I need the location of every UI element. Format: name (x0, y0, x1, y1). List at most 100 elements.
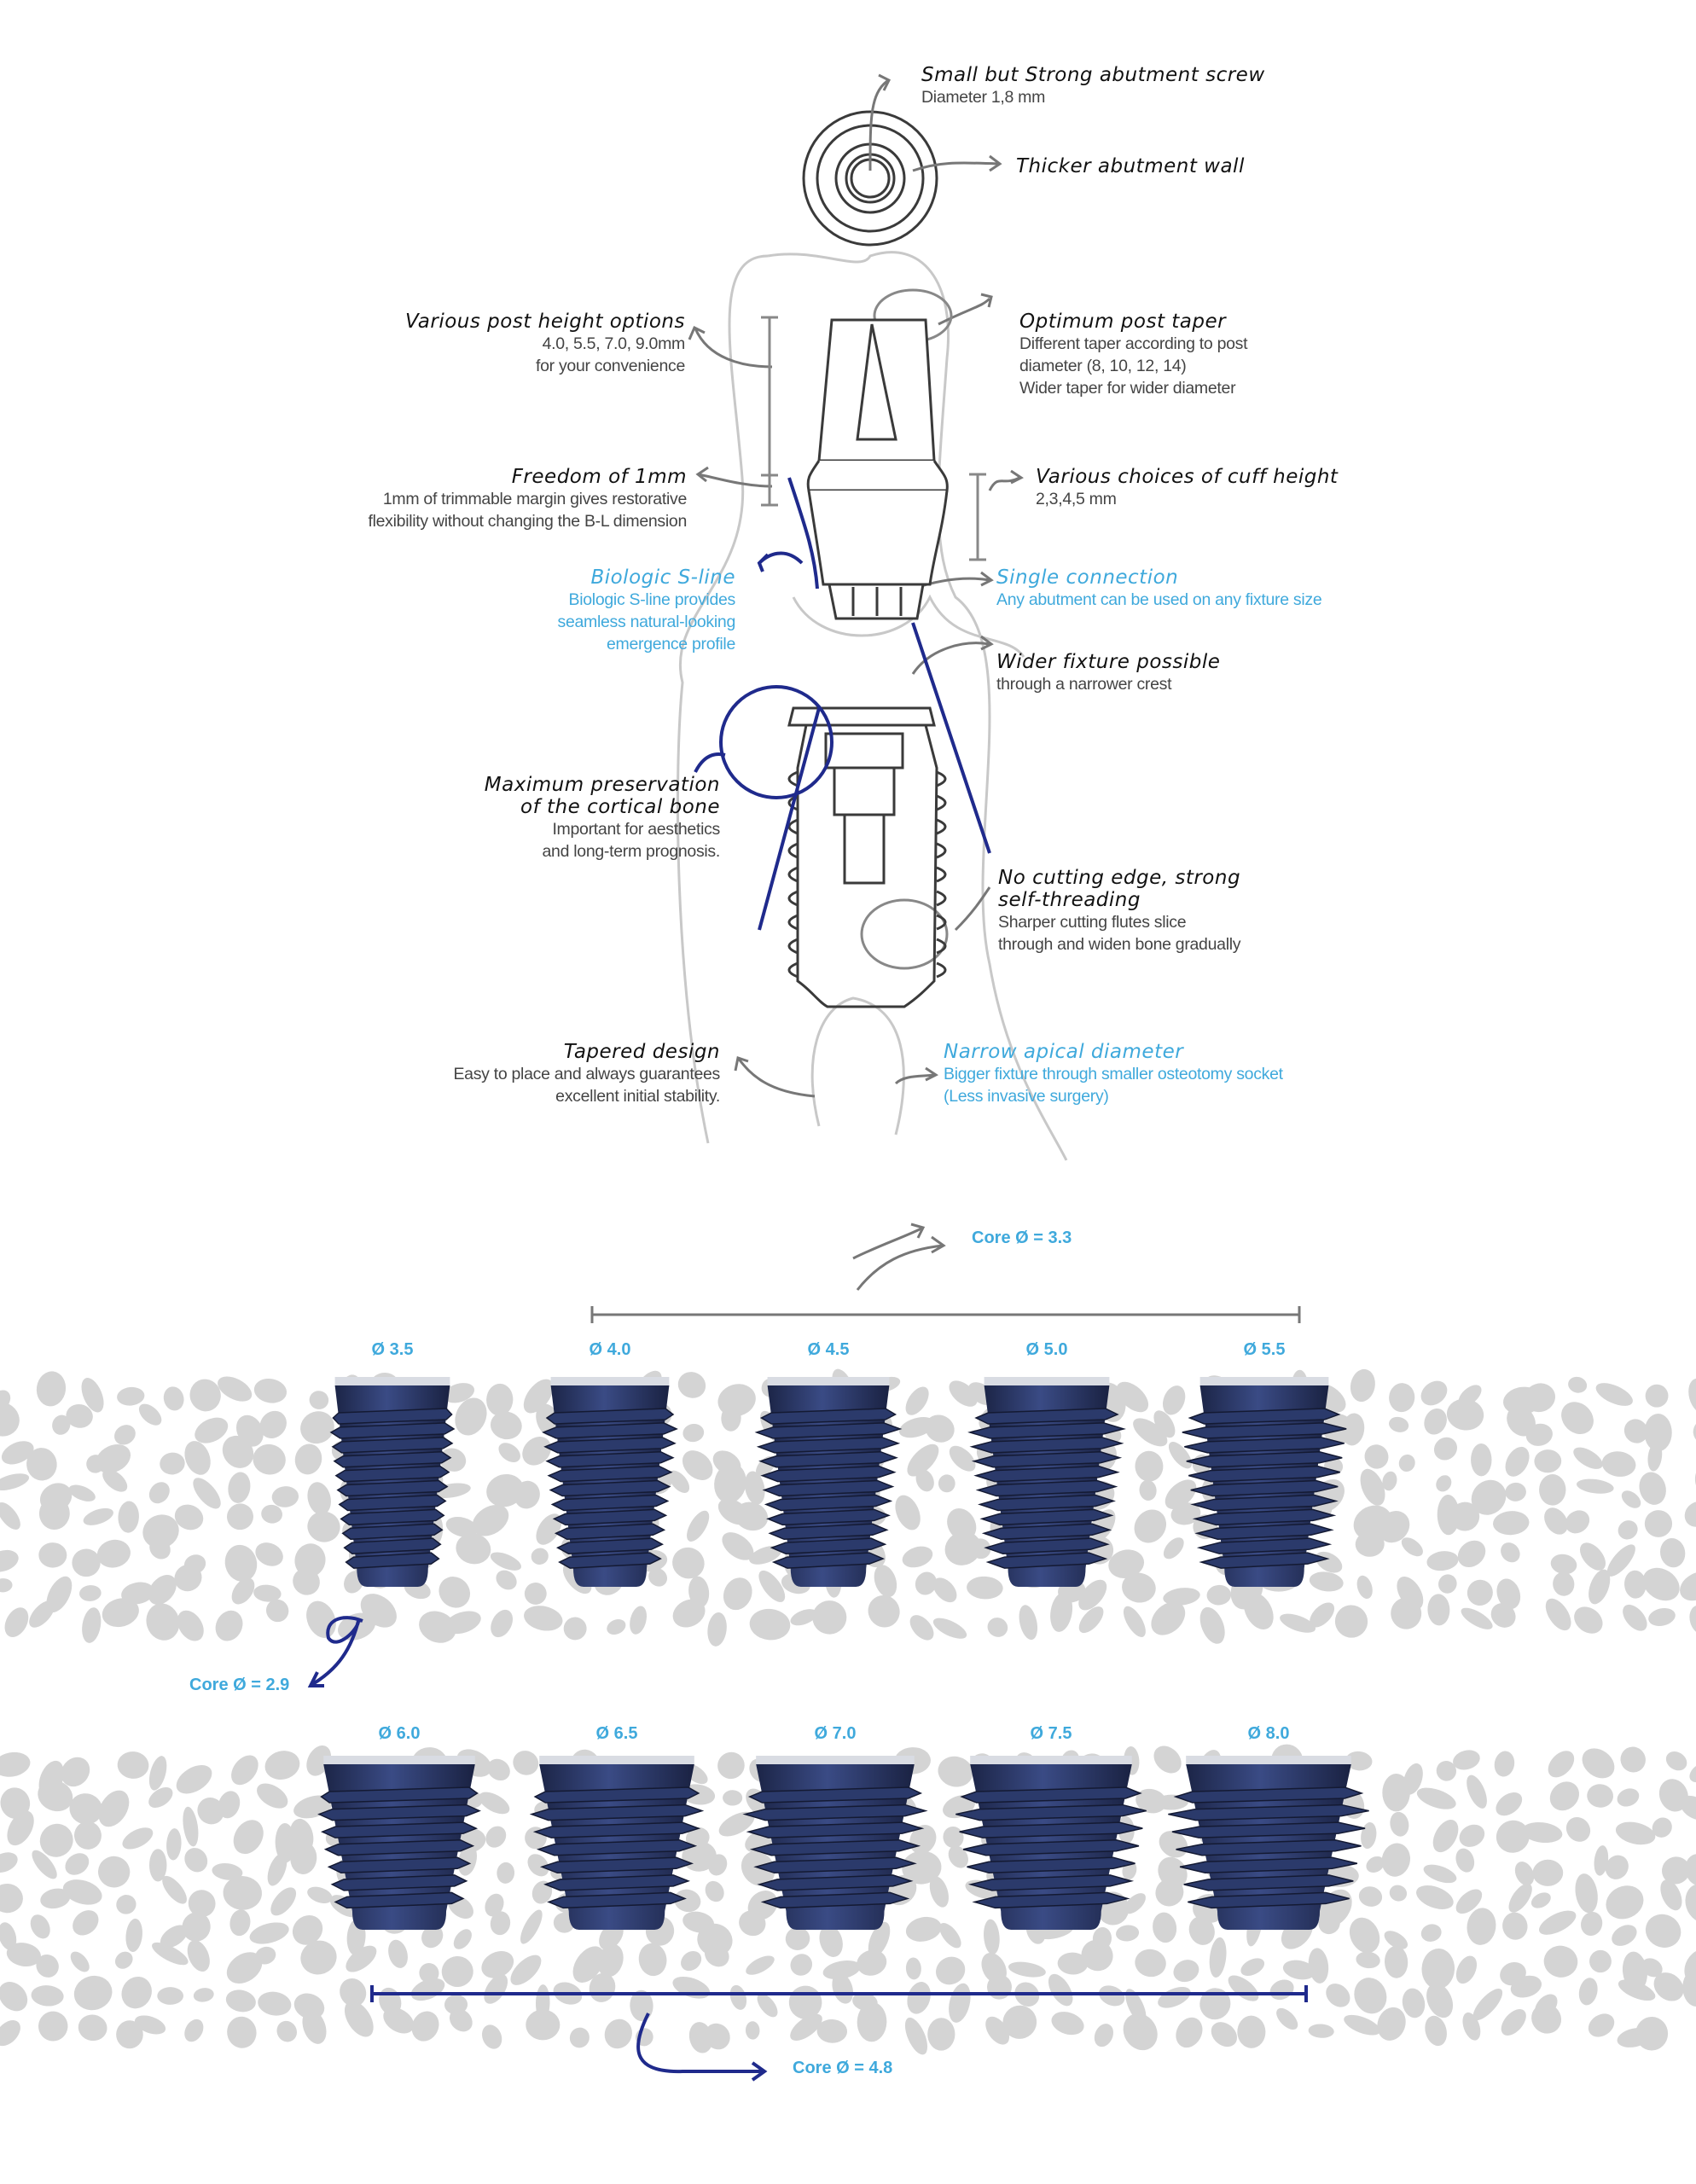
bone-blob (1575, 1873, 1598, 1914)
fixture-thread (545, 1450, 675, 1468)
bone-blob (785, 1926, 810, 1950)
bone-blob (718, 1811, 755, 1837)
bone-blob (1621, 1490, 1641, 1508)
bone-blob (163, 1386, 184, 1411)
bone-blob (174, 1564, 202, 1592)
fixture-thread (549, 1479, 671, 1497)
bone-blob (29, 1600, 55, 1628)
bone-blob (1355, 1531, 1385, 1557)
bone-blob (669, 1470, 690, 1493)
bone-blob (741, 1850, 775, 1886)
fixture-thread (547, 1465, 673, 1483)
fixture-thread (979, 1508, 1114, 1526)
callout-title: No cutting edge, strong (998, 867, 1241, 889)
bone-blob (1457, 1540, 1486, 1568)
bone-blob (536, 1513, 562, 1545)
bone-blob (160, 1925, 188, 1949)
bone-blob (672, 1976, 711, 1999)
bone-blob (0, 1922, 17, 1950)
bone-blob (563, 1617, 587, 1641)
fixture-thread (317, 1804, 481, 1821)
bone-blob (607, 1618, 626, 1635)
bone-blob (228, 1472, 251, 1503)
bone-blob (102, 1469, 128, 1492)
bone-blob (904, 2017, 928, 2055)
bone-blob (790, 1609, 817, 1626)
bone-blob (223, 1876, 262, 1910)
bone-blob (967, 1576, 1003, 1600)
fixture-row-1 (329, 1377, 1347, 1587)
bone-blob (630, 1606, 647, 1635)
fixture-thread (975, 1479, 1118, 1497)
bone-blob (346, 1945, 377, 1972)
bone-blob (895, 1495, 921, 1531)
bone-blob (1459, 1824, 1485, 1847)
callout-title: Various post height options (405, 311, 685, 333)
bone-blob (929, 1876, 949, 1908)
bone-blob (1615, 1821, 1656, 1845)
fixture-thread (558, 1552, 662, 1569)
bone-blob (174, 1504, 204, 1531)
bone-blob (648, 1567, 668, 1587)
bone-blob (857, 1949, 887, 1976)
bone-blob (1282, 1960, 1316, 1980)
bone-blob (166, 1828, 182, 1861)
bone-blob (0, 1883, 23, 1914)
bone-blob (189, 1379, 221, 1412)
bone-blob (949, 1445, 976, 1472)
callout-text: Important for aesthetics (552, 820, 720, 839)
bone-blob (1173, 1960, 1199, 1983)
bone-blob (68, 1484, 96, 1502)
bone-blob (1158, 1986, 1191, 2008)
bone-blob (0, 1751, 31, 1777)
bone-blob (1341, 1413, 1365, 1446)
blue-annotation-strokes (694, 477, 991, 931)
bone-blob (481, 1950, 514, 1978)
bone-blob (822, 1960, 861, 1980)
bone-blob (902, 1850, 942, 1885)
dimension-brackets (761, 288, 986, 970)
bone-blob (1361, 1822, 1377, 1850)
bone-blob (229, 1909, 251, 1937)
bone-blob (0, 1402, 20, 1437)
bone-blob (816, 2018, 848, 2043)
callout-text: Easy to place and always guarantees (453, 1065, 720, 1083)
bone-blob (1605, 1855, 1629, 1879)
bone-blob (253, 1378, 288, 1403)
bone-blob (264, 1751, 300, 1780)
fixture-thread (1182, 1422, 1347, 1439)
bone-blob (72, 1548, 101, 1577)
fixture-collar (539, 1756, 694, 1766)
bone-blob (1693, 1416, 1696, 1446)
bone-blob (453, 1929, 472, 1949)
bone-blob (1334, 1605, 1368, 1638)
fixture-collar (1199, 1377, 1329, 1387)
bone-blob (482, 2024, 502, 2049)
bone-blob (1153, 1745, 1182, 1774)
bone-blob (1389, 1416, 1409, 1432)
bone-blob (1360, 1468, 1385, 1506)
bone-blob (182, 1912, 211, 1942)
callout-title: of the cortical bone (520, 796, 720, 818)
bone-blob (98, 1790, 130, 1827)
bone-blob (1623, 1604, 1647, 1631)
bone-blob (1048, 1973, 1073, 2007)
fixture-implant (742, 1756, 928, 1930)
bone-blob (1356, 1951, 1380, 1969)
bone-blob (162, 1875, 187, 1904)
callout-text: 4.0, 5.5, 7.0, 9.0mm (542, 334, 686, 353)
bone-blob (749, 1608, 791, 1641)
bone-blob (1544, 1507, 1568, 1535)
fixture-thread (1190, 1479, 1339, 1497)
bone-blob (1425, 2015, 1447, 2047)
thread (787, 866, 947, 883)
bone-blob (255, 1946, 276, 1965)
bone-blob (939, 1922, 961, 1949)
bone-blob (1501, 2009, 1526, 2036)
bone-blob (253, 1443, 286, 1475)
callout-text: Wider taper for wider diameter (1019, 379, 1236, 398)
bone-blob (40, 1888, 71, 1909)
bone-blob (82, 1607, 102, 1643)
fixture-thread (955, 1804, 1147, 1821)
